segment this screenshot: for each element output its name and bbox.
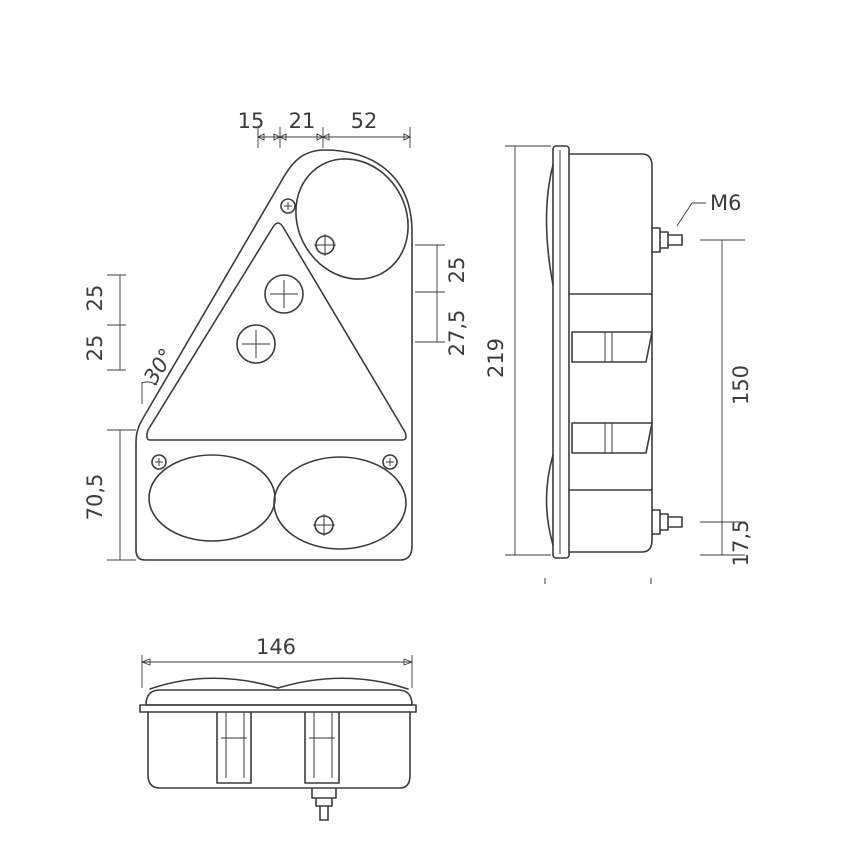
- bottom-dimensions: 146: [140, 635, 414, 688]
- bottom-right-lamp-lens: [273, 456, 407, 550]
- crosshair-icon: [264, 274, 304, 314]
- crosshair-icon: [313, 514, 335, 536]
- screw-icon: [280, 198, 296, 214]
- dim-height-219: 219: [484, 338, 508, 378]
- crosshair-icon: [314, 234, 336, 256]
- top-lamp-lens: [295, 158, 409, 280]
- dim-top-52: 52: [351, 109, 378, 133]
- dim-left-25-lower: 25: [83, 335, 107, 362]
- bottom-left-lamp-lens: [148, 454, 276, 542]
- front-outer-body: [135, 149, 413, 561]
- dim-spacing-150: 150: [729, 365, 753, 405]
- screw-icon: [382, 454, 398, 470]
- front-view: [135, 149, 413, 561]
- crosshair-icon: [236, 324, 276, 364]
- dim-left-70-5: 70,5: [83, 474, 107, 521]
- dim-bolt-m6: M6: [710, 191, 741, 215]
- dim-top-15: 15: [238, 109, 265, 133]
- screw-icon: [151, 454, 167, 470]
- triangle-reflector: [146, 222, 407, 441]
- dim-right-27-5: 27,5: [445, 310, 469, 357]
- dim-offset-17-5: 17,5: [729, 520, 753, 567]
- bottom-view: [139, 677, 417, 821]
- dim-width-146: 146: [256, 635, 296, 659]
- dim-top-21: 21: [289, 109, 316, 133]
- side-view: [544, 145, 683, 584]
- side-dimensions: 219 M6 150 17,5: [484, 145, 753, 567]
- dim-right-25: 25: [445, 257, 469, 284]
- dim-left-25-upper: 25: [83, 285, 107, 312]
